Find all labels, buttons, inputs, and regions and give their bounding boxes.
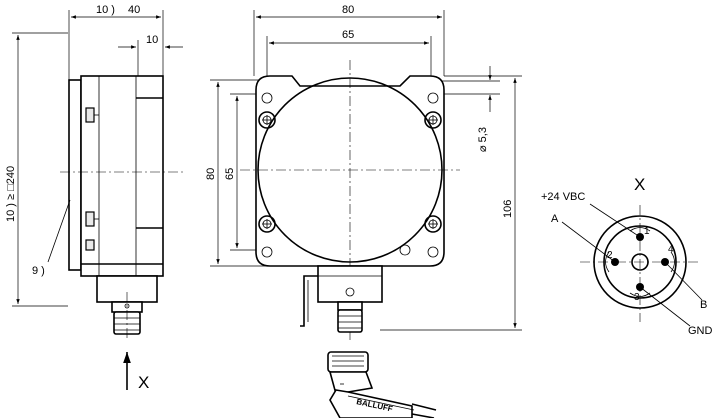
- side-dim-top-left: 10 ): [96, 4, 115, 16]
- connector-view: X 1 2 3 4 +24 VBC A B GND: [541, 175, 713, 337]
- cable-plug: BALLUFF: [327, 351, 437, 418]
- side-dim-second: 10: [146, 34, 158, 46]
- pin-number-1: 1: [644, 226, 650, 237]
- pin-label-a: A: [551, 213, 559, 225]
- pin-label-supply: +24 VBC: [541, 191, 585, 203]
- front-dim-total-height: 106: [502, 200, 514, 218]
- front-view: 80 65 80 65 ⌀ 5,3 106: [205, 4, 522, 418]
- front-dim-hole: ⌀ 5,3: [477, 127, 489, 152]
- pin-number-4: 4: [668, 244, 674, 255]
- screw-bottom-right: [424, 215, 442, 233]
- pin-label-b: B: [700, 299, 707, 311]
- view-arrow-label: X: [138, 373, 149, 392]
- side-note-marker: 9 ): [32, 265, 45, 277]
- screw-top-left: [258, 111, 276, 129]
- pin-number-2: 2: [607, 250, 613, 261]
- front-dim-height-inner: 65: [224, 168, 236, 180]
- pin-label-gnd: GND: [688, 325, 713, 337]
- screw-bottom-left: [258, 215, 276, 233]
- pin-number-3: 3: [634, 292, 640, 303]
- front-dim-width-outer: 80: [342, 4, 354, 16]
- side-dim-top-right: 40: [128, 4, 140, 16]
- screw-top-right: [424, 111, 442, 129]
- side-dim-vertical: 10 ) ≥ □240: [5, 166, 17, 222]
- front-dim-height-outer: 80: [205, 168, 217, 180]
- front-dim-width-inner: 65: [342, 29, 354, 41]
- side-view: 10 ) 40 10 10 ) ≥ □240: [5, 4, 185, 392]
- connector-view-title: X: [634, 175, 645, 194]
